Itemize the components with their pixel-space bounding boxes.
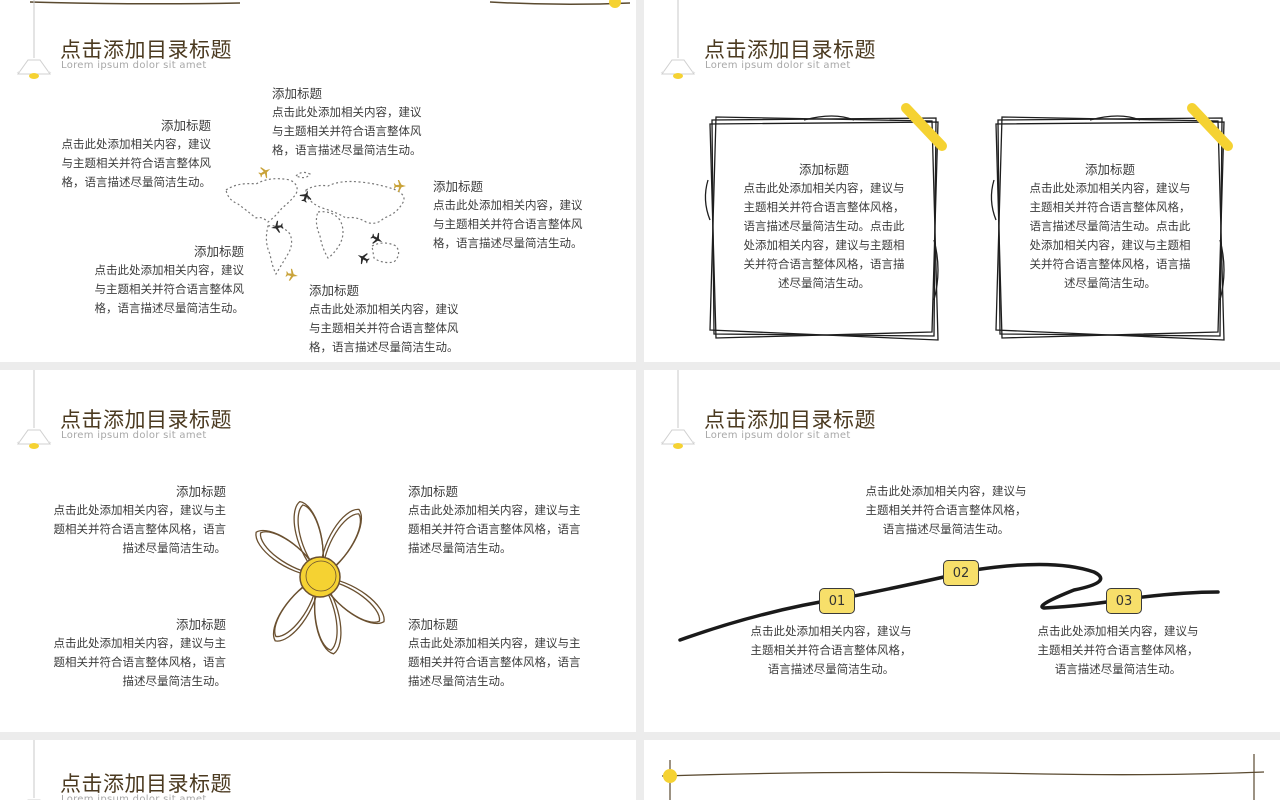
- world-map-icon: [225, 171, 405, 276]
- text-block: 添加标题 点击此处添加相关内容，建议 与主题相关并符合语言整体风 格，语言描述尽…: [433, 179, 583, 250]
- slide-title: 点击添加目录标题: [704, 38, 876, 62]
- text-block: 添加标题 点击此处添加相关内容，建议 与主题相关并符合语言整体风 格，语言描述尽…: [309, 283, 459, 354]
- timeline-text: 点击此处添加相关内容，建议与 主题相关并符合语言整体风格， 语言描述尽量简洁生动…: [1037, 624, 1199, 676]
- text-block: 添加标题 点击此处添加相关内容，建议与主 题相关并符合语言整体风格，语言 描述尽…: [53, 484, 227, 555]
- airplane-icon: [368, 230, 386, 248]
- sketch-frame-icon: [704, 103, 1233, 341]
- slide-title: 点击添加目录标题: [60, 772, 232, 796]
- slide-2[interactable]: 点击添加目录标题 Lorem ipsum dolor sit amet 添加标题…: [644, 0, 1280, 362]
- text-block: 添加标题 点击此处添加相关内容，建议与主 题相关并符合语言整体风格，语言 描述尽…: [408, 484, 581, 555]
- slide-1[interactable]: 点击添加目录标题 Lorem ipsum dolor sit amet 添加标题…: [0, 0, 636, 362]
- text-block: 添加标题 点击此处添加相关内容，建议与主 题相关并符合语言整体风格，语言 描述尽…: [408, 617, 581, 688]
- slide-subtitle: Lorem ipsum dolor sit amet: [61, 430, 207, 441]
- airplane-icon: [354, 249, 372, 267]
- airplane-icon: [256, 163, 274, 181]
- timeline-text: 点击此处添加相关内容，建议与 主题相关并符合语言整体风格， 语言描述尽量简洁生动…: [750, 624, 912, 676]
- airplane-icon: [270, 220, 285, 234]
- slide-subtitle: Lorem ipsum dolor sit amet: [705, 430, 851, 441]
- step-badge: 01: [819, 588, 855, 614]
- step-badge: 02: [943, 560, 979, 586]
- slide-title: 点击添加目录标题: [704, 408, 876, 432]
- text-block: 添加标题 点击此处添加相关内容，建议 与主题相关并符合语言整体风 格，语言描述尽…: [272, 86, 422, 157]
- airplane-icon: [284, 268, 299, 282]
- text-block: 添加标题 点击此处添加相关内容，建议 与主题相关并符合语言整体风 格，语言描述尽…: [94, 244, 245, 315]
- slide-3[interactable]: 点击添加目录标题 Lorem ipsum dolor sit amet 添加标题…: [0, 370, 636, 732]
- flower-icon: [255, 500, 385, 655]
- step-badge: 03: [1106, 588, 1142, 614]
- slide-subtitle: Lorem ipsum dolor sit amet: [61, 60, 207, 71]
- card-text: 添加标题 点击此处添加相关内容，建议与 主题相关并符合语言整体风格， 语言描述尽…: [743, 162, 905, 290]
- slide-title: 点击添加目录标题: [60, 408, 232, 432]
- airplane-icon: [298, 188, 314, 204]
- text-block: 添加标题 点击此处添加相关内容，建议与主 题相关并符合语言整体风格，语言 描述尽…: [53, 617, 227, 688]
- slide-title: 点击添加目录标题: [60, 38, 232, 62]
- airplane-icon: [393, 180, 406, 192]
- decor-line: [661, 754, 1265, 800]
- lamp-icon: [16, 740, 52, 800]
- slide-4[interactable]: 点击添加目录标题 Lorem ipsum dolor sit amet 01 0…: [644, 370, 1280, 732]
- slide-5[interactable]: 点击添加目录标题 Lorem ipsum dolor sit amet: [0, 740, 636, 800]
- slide-subtitle: Lorem ipsum dolor sit amet: [705, 60, 851, 71]
- top-decor-line: [29, 0, 631, 8]
- card-text: 添加标题 点击此处添加相关内容，建议与 主题相关并符合语言整体风格， 语言描述尽…: [1029, 162, 1191, 290]
- slide-subtitle: Lorem ipsum dolor sit amet: [61, 794, 207, 800]
- timeline-text: 点击此处添加相关内容，建议与 主题相关并符合语言整体风格， 语言描述尽量简洁生动…: [865, 484, 1027, 536]
- slide-6[interactable]: [644, 740, 1280, 800]
- text-block: 添加标题 点击此处添加相关内容，建议 与主题相关并符合语言整体风 格，语言描述尽…: [61, 118, 212, 189]
